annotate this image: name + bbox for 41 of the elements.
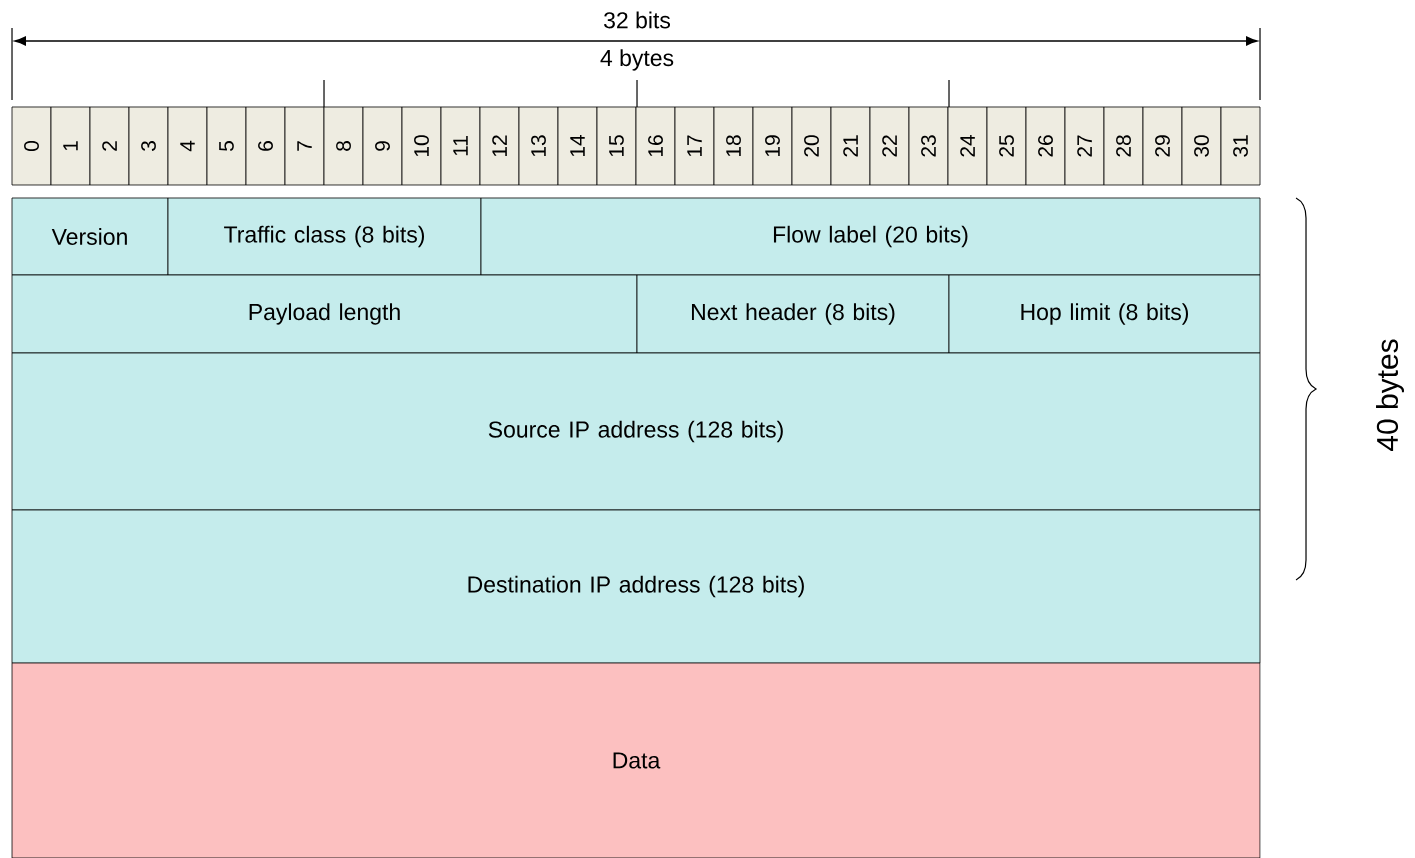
header-field: Data xyxy=(11,662,1261,858)
bit-number-cell: 16 xyxy=(635,106,676,186)
bit-number-cell: 14 xyxy=(557,106,598,186)
bit-number-cell: 15 xyxy=(596,106,637,186)
bit-number-cell: 28 xyxy=(1103,106,1144,186)
bit-number-cell: 17 xyxy=(674,106,715,186)
bit-number-cell: 10 xyxy=(401,106,442,186)
dimension-label: 4 bytes xyxy=(600,49,674,71)
bit-number-cell: 30 xyxy=(1181,106,1222,186)
header-field: Traffic class (8 bits) xyxy=(167,197,482,276)
bit-number-cell: 1 xyxy=(50,106,91,186)
header-field: Destination IP address (128 bits) xyxy=(11,509,1261,664)
dimension-label: 32 bits xyxy=(604,11,671,29)
bit-number-cell: 31 xyxy=(1220,106,1261,186)
bit-number-cell: 13 xyxy=(518,106,559,186)
bit-number-cell: 12 xyxy=(479,106,520,186)
bit-number-cell: 23 xyxy=(908,106,949,186)
bit-number-cell: 2 xyxy=(89,106,130,186)
bit-number-cell: 27 xyxy=(1064,106,1105,186)
bit-number-cell: 4 xyxy=(167,106,208,186)
bit-number-cell: 21 xyxy=(830,106,871,186)
bit-number-cell: 25 xyxy=(986,106,1027,186)
bit-number-cell: 6 xyxy=(245,106,286,186)
bit-number-cell: 24 xyxy=(947,106,988,186)
bit-number-cell: 0 xyxy=(11,106,52,186)
bit-number-cell: 26 xyxy=(1025,106,1066,186)
header-field: Version xyxy=(11,197,169,276)
dimension-label: 40 bytes xyxy=(1376,339,1404,451)
bit-number-cell: 9 xyxy=(362,106,403,186)
bit-number-cell: 3 xyxy=(128,106,169,186)
header-field: Hop limit (8 bits) xyxy=(948,274,1261,354)
bit-number-cell: 29 xyxy=(1142,106,1183,186)
bit-number-cell: 22 xyxy=(869,106,910,186)
bit-number-cell: 19 xyxy=(752,106,793,186)
bit-number-cell: 7 xyxy=(284,106,325,186)
header-field: Next header (8 bits) xyxy=(636,274,950,354)
bit-number-cell: 11 xyxy=(440,106,481,186)
bit-number-cell: 20 xyxy=(791,106,832,186)
bit-number-cell: 5 xyxy=(206,106,247,186)
bit-number-cell: 8 xyxy=(323,106,364,186)
bit-number-cell: 18 xyxy=(713,106,754,186)
